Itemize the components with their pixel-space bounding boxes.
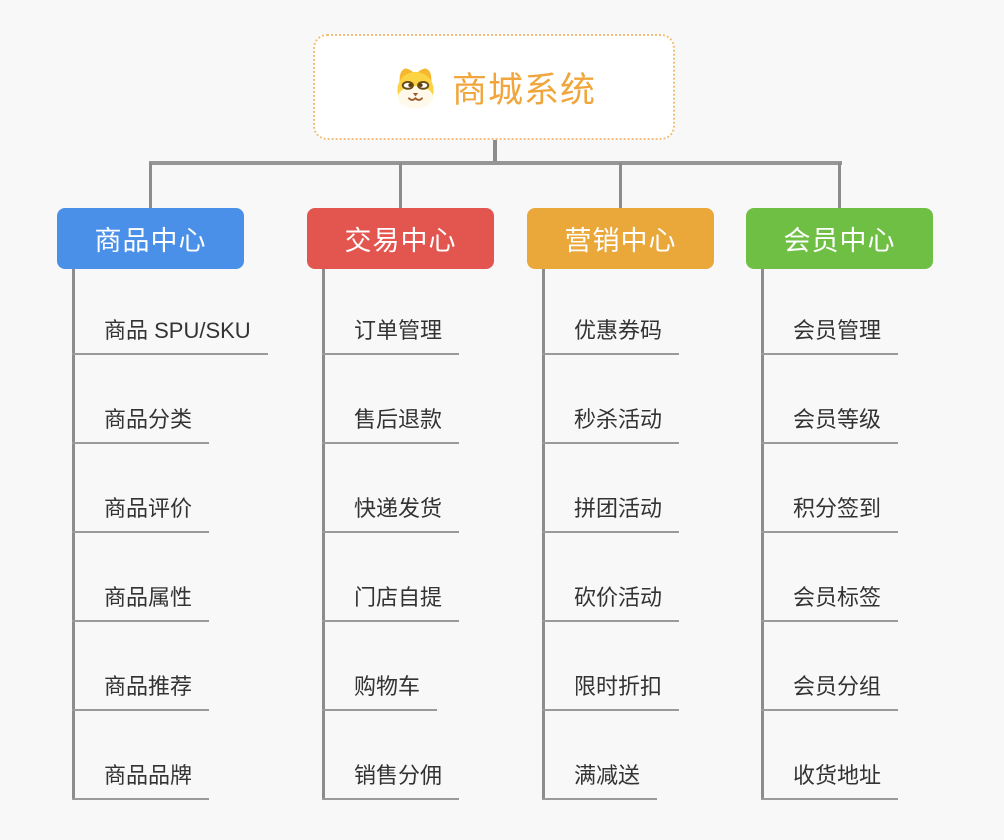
branch-header-marketing-center[interactable]: 营销中心	[527, 208, 714, 269]
leaf-item[interactable]: 门店自提	[322, 577, 460, 622]
connector-bus	[149, 161, 842, 165]
leaf-item[interactable]: 售后退款	[322, 399, 460, 444]
leaf-item[interactable]: 会员标签	[761, 577, 899, 622]
leaf-item[interactable]: 商品品牌	[72, 755, 210, 800]
leaf-item[interactable]: 商品评价	[72, 488, 210, 533]
dog-face-icon	[392, 64, 439, 111]
leaf-item[interactable]: 限时折扣	[542, 666, 680, 711]
branch-header-member-center[interactable]: 会员中心	[746, 208, 933, 269]
connector-trunk	[761, 269, 764, 800]
branch-header-trade-center[interactable]: 交易中心	[307, 208, 494, 269]
leaf-item[interactable]: 会员管理	[761, 310, 899, 355]
leaf-item[interactable]: 收货地址	[761, 755, 899, 800]
connector-root-drop	[493, 139, 497, 164]
connector-branch-drop	[149, 163, 152, 209]
branch-header-product-center[interactable]: 商品中心	[57, 208, 244, 269]
leaf-item[interactable]: 积分签到	[761, 488, 899, 533]
leaf-item[interactable]: 满减送	[542, 755, 658, 800]
leaf-item[interactable]: 砍价活动	[542, 577, 680, 622]
connector-branch-drop	[619, 163, 622, 209]
root-node[interactable]: 商城系统	[313, 34, 675, 140]
connector-branch-drop	[399, 163, 402, 209]
root-title: 商城系统	[451, 70, 596, 110]
connector-trunk	[542, 269, 545, 800]
connector-trunk	[322, 269, 325, 800]
leaf-item[interactable]: 优惠券码	[542, 310, 680, 355]
leaf-item[interactable]: 销售分佣	[322, 755, 460, 800]
leaf-item[interactable]: 商品分类	[72, 399, 210, 444]
connector-branch-drop	[838, 163, 841, 209]
connector-trunk	[72, 269, 75, 800]
leaf-item[interactable]: 拼团活动	[542, 488, 680, 533]
leaf-item[interactable]: 购物车	[322, 666, 438, 711]
leaf-item[interactable]: 会员分组	[761, 666, 899, 711]
leaf-item[interactable]: 商品 SPU/SKU	[72, 310, 268, 355]
leaf-item[interactable]: 会员等级	[761, 399, 899, 444]
leaf-item[interactable]: 秒杀活动	[542, 399, 680, 444]
leaf-item[interactable]: 订单管理	[322, 310, 460, 355]
leaf-item[interactable]: 商品属性	[72, 577, 210, 622]
leaf-item[interactable]: 快递发货	[322, 488, 460, 533]
leaf-item[interactable]: 商品推荐	[72, 666, 210, 711]
